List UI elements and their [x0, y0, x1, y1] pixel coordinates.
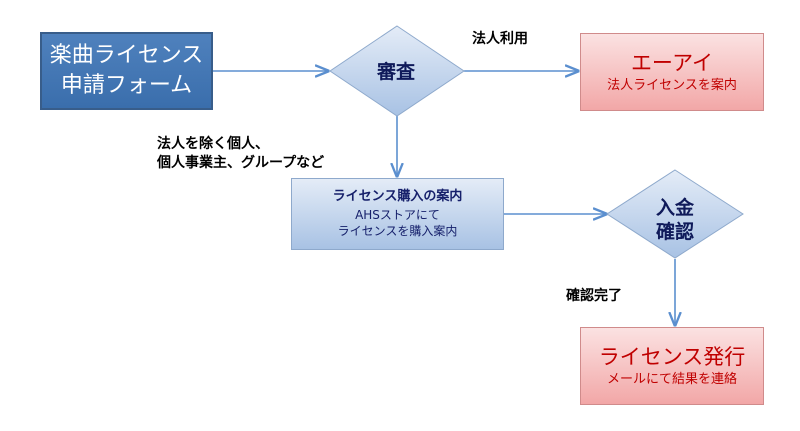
deposit-diamond [606, 169, 744, 259]
form-line-2: 申請フォーム [60, 73, 193, 98]
review-label: 審査 [376, 61, 415, 83]
review-diamond [329, 25, 465, 117]
edge-label-confirmed: 確認完了 [566, 288, 622, 304]
deposit-label-line-1: 入金 [655, 197, 694, 219]
issue-subtitle: メールにて結果を連絡 [606, 372, 737, 387]
application-form-box: 楽曲ライセンス 申請フォーム [40, 32, 213, 110]
edge-label-individual-1: 法人を除く個人、 [157, 136, 269, 152]
form-line-1: 楽曲ライセンス [49, 43, 204, 68]
issue-title: ライセンス発行 [598, 345, 746, 369]
ai-subtitle: 法人ライセンスを案内 [607, 78, 737, 93]
purchase-line-2: ライセンスを購入案内 [337, 224, 458, 238]
ai-title: エーアイ [630, 51, 714, 75]
deposit-label-wrap: 入金 確認 [615, 190, 735, 250]
review-label-wrap: 審査 [330, 55, 462, 89]
license-issue-box: ライセンス発行 メールにて結果を連絡 [580, 327, 764, 405]
purchase-heading: ライセンス購入の案内 [332, 189, 463, 204]
deposit-label-line-2: 確認 [655, 221, 694, 243]
purchase-line-1: AHSストアにて [355, 208, 440, 222]
purchase-guidance-box: ライセンス購入の案内 AHSストアにて ライセンスを購入案内 [291, 178, 504, 250]
edge-label-corporate: 法人利用 [472, 31, 528, 47]
ai-corporate-box: エーアイ 法人ライセンスを案内 [580, 33, 764, 111]
edge-label-individual-2: 個人事業主、グループなど [157, 155, 325, 171]
